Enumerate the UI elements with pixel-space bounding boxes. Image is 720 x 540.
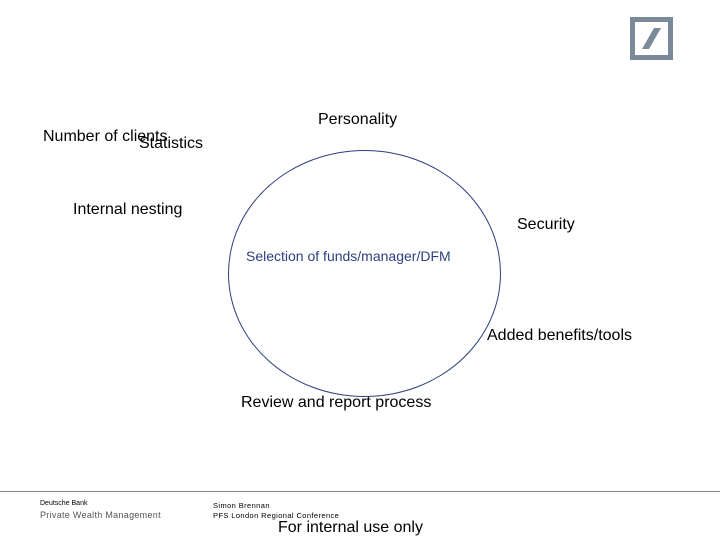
center-label-selection: Selection of funds/manager/DFM: [246, 248, 451, 264]
label-review-process: Review and report process: [241, 394, 432, 411]
footer-division: Private Wealth Management: [40, 510, 161, 520]
label-added-benefits: Added benefits/tools: [487, 327, 632, 344]
label-internal-nesting: Internal nesting: [73, 201, 183, 218]
footer-event: PFS London Regional Conference: [213, 511, 340, 520]
label-number-of-clients: Number of clients: [43, 128, 168, 145]
label-personality: Personality: [318, 111, 398, 128]
footer-notice: For internal use only: [278, 519, 423, 536]
footer-brand: Deutsche Bank: [40, 500, 88, 507]
label-security: Security: [517, 216, 575, 233]
deutsche-bank-logo-icon: [630, 17, 673, 60]
footer-divider: [0, 491, 720, 492]
central-ellipse: [228, 150, 501, 397]
label-statistics: Statistics: [139, 135, 204, 152]
footer-author: Simon Brennan: [213, 501, 270, 510]
